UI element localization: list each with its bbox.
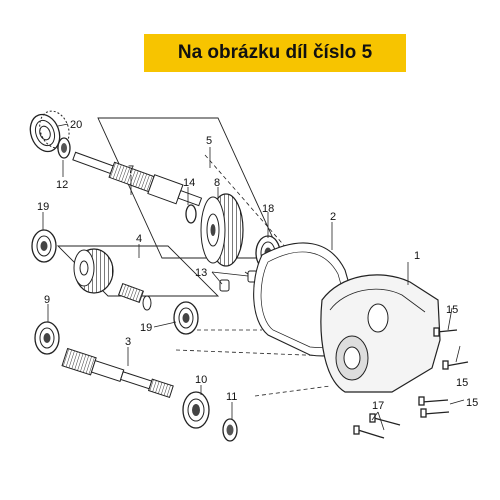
bolts-15	[418, 327, 469, 418]
leader-lines	[42, 123, 465, 431]
callout-5: 5	[206, 135, 212, 147]
ball-bearing-10	[182, 391, 210, 429]
ball-bearing-9	[34, 321, 60, 355]
callout-15-top: 15	[446, 304, 458, 316]
callout-12: 12	[56, 179, 68, 191]
callout-18: 18	[262, 203, 274, 215]
dowel-pins-13	[219, 270, 258, 292]
gear-8	[200, 193, 244, 267]
callout-2: 2	[330, 211, 336, 223]
ball-bearing-20	[29, 110, 70, 153]
callout-labels: 1 2 3 4 5 7 8 9 10 11 12 13 14 15 15 15 …	[37, 119, 478, 412]
callout-13: 13	[195, 267, 207, 279]
callout-7: 7	[128, 164, 134, 176]
gear-shaft-7	[72, 151, 203, 207]
washer-14	[185, 204, 197, 224]
oil-seal-11	[222, 418, 238, 442]
gear-assembly-4	[73, 248, 152, 311]
drive-shaft-3	[61, 347, 174, 399]
oil-seal-12	[57, 137, 71, 159]
ball-bearing-19-left	[31, 229, 57, 263]
part-number-banner: Na obrázku díl číslo 5	[144, 34, 406, 72]
callout-15-bottom: 15	[466, 397, 478, 409]
callout-3: 3	[125, 336, 131, 348]
callout-15-middle: 15	[456, 377, 468, 389]
transmission-cover-1	[320, 274, 441, 393]
bolts-17	[353, 413, 401, 439]
callout-11: 11	[226, 391, 237, 403]
callout-8: 8	[214, 177, 220, 189]
callout-19-left: 19	[37, 201, 49, 213]
ball-bearing-19-right	[173, 301, 199, 335]
callout-17: 17	[372, 400, 384, 412]
callout-14: 14	[183, 177, 195, 189]
callout-10: 10	[195, 374, 207, 386]
callout-19-right: 19	[140, 322, 152, 334]
callout-20: 20	[70, 119, 82, 131]
callout-1: 1	[414, 250, 420, 262]
callout-4: 4	[136, 233, 142, 245]
callout-9: 9	[44, 294, 50, 306]
